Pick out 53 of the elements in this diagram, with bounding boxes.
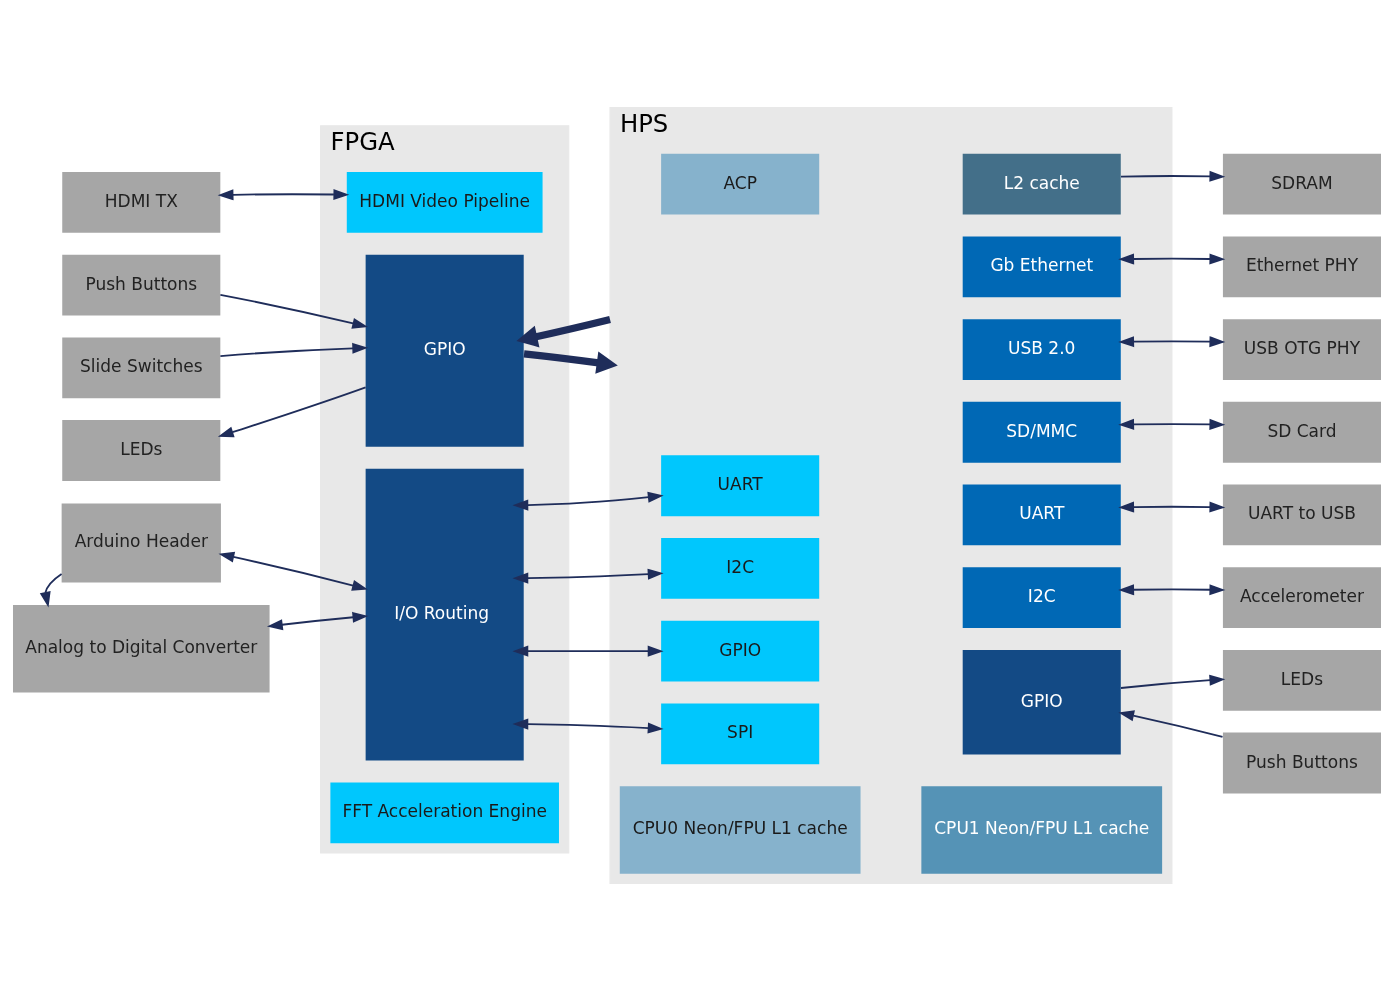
arrow <box>266 611 369 630</box>
node-box: L2 cache <box>962 153 1121 215</box>
node-box: UART to USB <box>1222 484 1381 545</box>
arrow <box>512 568 664 584</box>
arrow <box>1118 501 1226 513</box>
arrow <box>512 491 664 511</box>
arrow <box>1120 170 1226 182</box>
node-box: LEDs <box>1222 649 1381 711</box>
node-box: SD Card <box>1222 401 1381 463</box>
arrow <box>217 385 367 437</box>
node-box: Gb Ethernet <box>962 236 1121 297</box>
node-box: GPIO <box>661 620 820 682</box>
node-box: Arduino Header <box>61 502 221 582</box>
node-box: I2C <box>661 537 820 599</box>
node-box: USB 2.0 <box>962 318 1121 380</box>
node-box: CPU1 Neon/FPU L1 cache <box>921 785 1163 874</box>
node-box: SPI <box>661 702 820 764</box>
node-box: I2C <box>962 566 1121 628</box>
node-box: CPU0 Neon/FPU L1 cache <box>619 785 861 874</box>
arrow <box>218 551 368 591</box>
node-box: UART <box>661 454 820 516</box>
node-box: Accelerometer <box>1222 566 1381 628</box>
arrow <box>512 645 664 657</box>
node-box: SDRAM <box>1222 153 1381 215</box>
arrow <box>219 342 369 357</box>
node-box: I/O Routing <box>365 468 524 761</box>
node-box: HDMI TX <box>62 171 221 233</box>
node-box: UART <box>962 484 1121 545</box>
arrow <box>1118 418 1226 430</box>
arrow <box>39 572 63 608</box>
node-box: Push Buttons <box>1222 732 1381 793</box>
arrow <box>219 293 369 329</box>
arrow <box>1118 709 1224 738</box>
arrow <box>1118 335 1226 347</box>
node-box: Push Buttons <box>62 254 221 316</box>
node-box: Analog to Digital Converter <box>13 604 270 692</box>
arrow <box>516 315 611 347</box>
arrow <box>512 718 664 734</box>
node-box: USB OTG PHY <box>1222 318 1381 380</box>
arrow <box>217 188 350 200</box>
arrow <box>1118 252 1226 265</box>
arrow <box>523 349 618 374</box>
node-box: GPIO <box>962 649 1121 754</box>
arrow <box>1120 674 1226 689</box>
arrow <box>1118 583 1226 595</box>
node-box: HDMI Video Pipeline <box>346 171 543 233</box>
node-box: FFT Acceleration Engine <box>330 782 559 843</box>
node-box: ACP <box>661 153 820 215</box>
node-box: Slide Switches <box>62 336 221 398</box>
node-box: Ethernet PHY <box>1222 236 1381 297</box>
node-box: GPIO <box>365 254 524 447</box>
node-box: SD/MMC <box>962 401 1121 463</box>
node-box: LEDs <box>62 419 221 481</box>
